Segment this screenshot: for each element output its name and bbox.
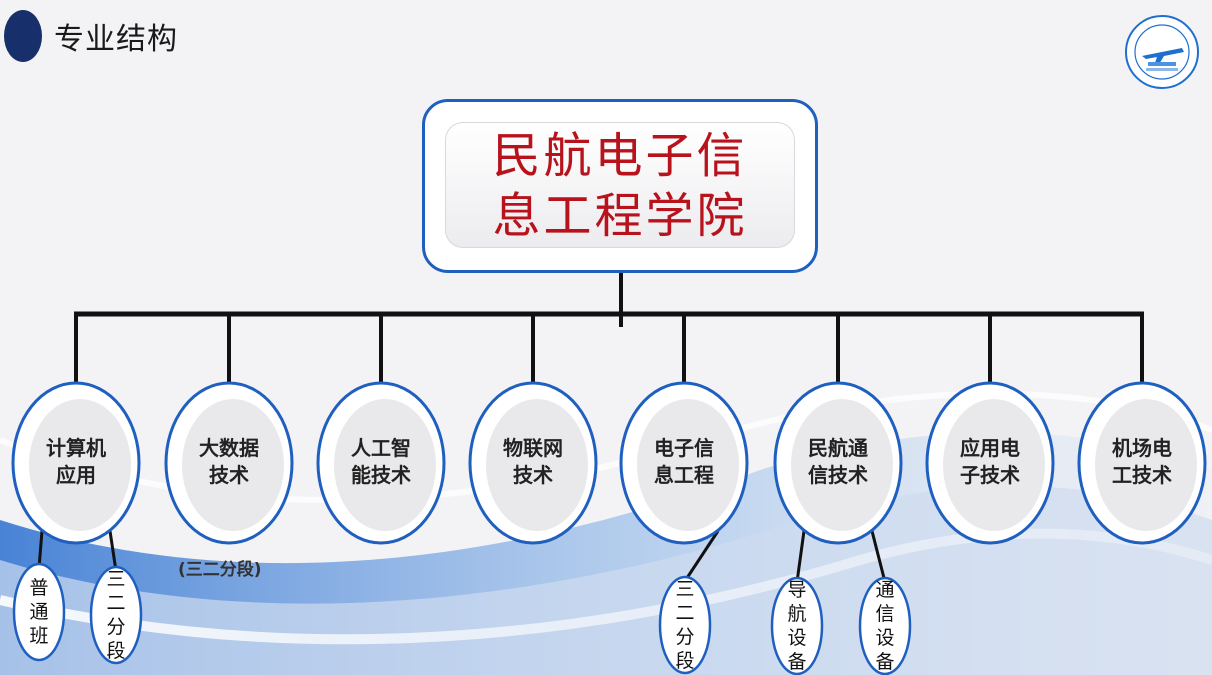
sub-node-char: 备 — [787, 651, 807, 673]
sub-node-char: 信 — [875, 603, 895, 625]
sub-node-char: 导 — [787, 579, 807, 601]
sub-node-char: 二 — [675, 602, 695, 624]
major-label: 物联网技术 — [483, 435, 583, 489]
root-node: 民航电子信 息工程学院 — [422, 99, 818, 273]
major-label: 计算机应用 — [26, 435, 126, 489]
sub-node-char: 班 — [29, 625, 49, 647]
major-node-inner — [637, 399, 739, 531]
major-label-line: 信技术 — [808, 463, 868, 487]
sub-node — [858, 576, 912, 675]
major-label-line: 计算机 — [46, 436, 106, 460]
root-node-inner: 民航电子信 息工程学院 — [445, 122, 795, 248]
sub-node-char: 分 — [675, 626, 695, 648]
major-label-line: 民航通 — [808, 436, 868, 460]
major-label-line: 技术 — [513, 463, 553, 487]
sub-node-char: 分 — [106, 616, 126, 638]
sub-connector-line — [683, 530, 720, 582]
root-title-line-1: 民航电子信 — [492, 128, 748, 184]
sub-node-char: 段 — [106, 640, 126, 662]
major-label-line: 人工智 — [351, 436, 411, 460]
sub-connector-line — [795, 530, 806, 583]
major-label-line: 大数据 — [199, 436, 259, 460]
college-logo-airplane-icon — [1125, 15, 1199, 89]
sub-node-char: 三 — [675, 578, 695, 600]
major-label-line: 电子信 — [654, 436, 714, 460]
sub-node-char: 三 — [106, 568, 126, 590]
major-label-line: 物联网 — [503, 436, 563, 460]
major-node-inner — [1095, 399, 1197, 531]
major-label: 应用电子技术 — [940, 435, 1040, 489]
major-label-line: 应用电 — [960, 436, 1020, 460]
major-node-inner — [29, 399, 131, 531]
major-label-line: 能技术 — [351, 463, 411, 487]
sub-node-char: 二 — [106, 592, 126, 614]
major-label-line: 工技术 — [1112, 463, 1172, 487]
sub-node-char: 段 — [675, 650, 695, 672]
page-title: 专业结构 — [54, 22, 178, 57]
sub-connector-line — [37, 530, 44, 569]
sub-node-label: 通信设备 — [871, 578, 899, 674]
major-label: 人工智能技术 — [331, 435, 431, 489]
major-label: 民航通信技术 — [788, 435, 888, 489]
sub-node — [89, 565, 143, 665]
sub-node-char: 通 — [29, 601, 49, 623]
sub-node-label: 导航设备 — [783, 578, 811, 674]
major-node-inner — [486, 399, 588, 531]
major-node-inner — [791, 399, 893, 531]
major-node-inner — [943, 399, 1045, 531]
major-label-line: 机场电 — [1112, 436, 1172, 460]
sub-node — [12, 562, 66, 662]
sub-node-label: 普通班 — [25, 576, 53, 648]
sub-node-label: 三二分段 — [671, 577, 699, 673]
sub-node-char: 航 — [787, 603, 807, 625]
major-label-line: 应用 — [56, 463, 96, 487]
root-title-line-2: 息工程学院 — [492, 188, 748, 244]
major-node-inner — [182, 399, 284, 531]
major-label-line: 息工程 — [654, 463, 714, 487]
sub-connector-line — [870, 530, 887, 583]
sub-node — [658, 575, 712, 675]
sub-node-char: 备 — [875, 651, 895, 673]
sub-node-label: 三二分段 — [102, 567, 130, 663]
major-label: 大数据技术 — [179, 435, 279, 489]
major-node-inner — [334, 399, 436, 531]
major-label: 机场电工技术 — [1092, 435, 1192, 489]
note-label: (三二分段) — [178, 560, 262, 580]
major-label-line: 子技术 — [960, 463, 1020, 487]
sub-node — [770, 576, 824, 675]
sub-node-char: 通 — [875, 579, 895, 601]
sub-connector-line — [108, 530, 118, 572]
major-label-line: 技术 — [209, 463, 249, 487]
major-label: 电子信息工程 — [634, 435, 734, 489]
sub-node-char: 设 — [875, 627, 895, 649]
sub-node-char: 设 — [787, 627, 807, 649]
sub-node-char: 普 — [29, 577, 49, 599]
header-marker-icon — [4, 10, 42, 62]
